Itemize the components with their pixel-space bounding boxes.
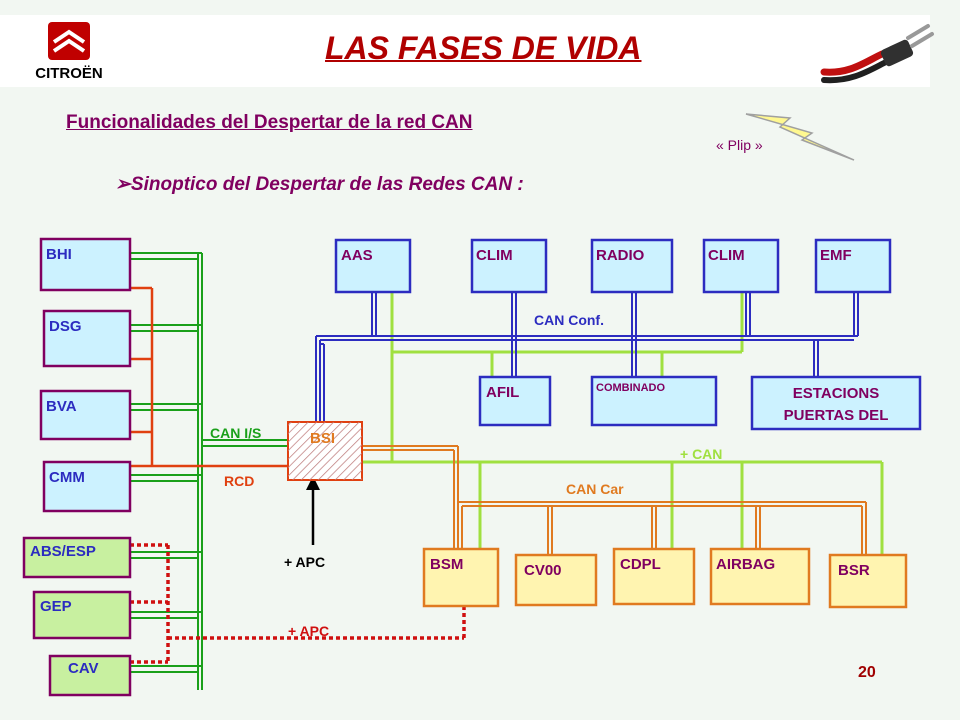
- module-dsg: DSG: [42, 309, 132, 368]
- module-bsm: BSM: [422, 547, 500, 608]
- module-combinado: COMBINADO: [590, 375, 718, 427]
- page-title: LAS FASES DE VIDA: [325, 30, 642, 66]
- section-heading-text: Sinoptico del Despertar de las Redes CAN…: [130, 174, 524, 195]
- module-bsi: BSI: [287, 421, 363, 481]
- citroen-logo: CITROËN: [14, 20, 124, 86]
- module-estacions-label-1: ESTACIONS: [793, 385, 879, 402]
- module-radio: RADIO: [590, 238, 674, 294]
- module-afil-label: AFIL: [486, 384, 519, 401]
- apc-arrow: [306, 476, 320, 545]
- section-subtitle: Funcionalidades del Despertar de la red …: [66, 112, 473, 133]
- plug-icon: [820, 14, 936, 88]
- module-cmm-label: CMM: [49, 469, 85, 486]
- rcd-label: RCD: [224, 473, 254, 489]
- module-bva-label: BVA: [46, 398, 77, 415]
- module-estacions-label-2: PUERTAS DEL: [784, 407, 889, 424]
- brand-name: CITROËN: [35, 65, 103, 82]
- module-estacions: ESTACIONS PUERTAS DEL: [750, 375, 922, 431]
- module-bsr: BSR: [828, 553, 908, 609]
- arrow-bullet-icon: ➢: [115, 174, 131, 195]
- module-bsr-label: BSR: [838, 562, 870, 579]
- module-clim-1: CLIM: [470, 238, 548, 294]
- page-number: 20: [858, 664, 876, 681]
- plip-label: « Plip »: [716, 137, 763, 153]
- module-cv00-label: CV00: [524, 562, 562, 579]
- module-cmm: CMM: [42, 460, 132, 513]
- module-bsi-label: BSI: [310, 430, 335, 447]
- module-bhi-label: BHI: [46, 246, 72, 263]
- module-emf-label: EMF: [820, 247, 852, 264]
- module-emf: EMF: [814, 238, 892, 294]
- header-bar: [0, 15, 930, 87]
- can-is-bus: [130, 252, 288, 690]
- module-airbag-label: AIRBAG: [716, 556, 775, 573]
- module-clim-2: CLIM: [702, 238, 780, 294]
- module-abs-esp-label: ABS/ESP: [30, 543, 96, 560]
- module-cdpl-label: CDPL: [620, 556, 661, 573]
- plus-can-line: [362, 292, 884, 555]
- module-cav-label: CAV: [68, 660, 99, 677]
- can-car-label: CAN Car: [566, 481, 624, 497]
- module-bva: BVA: [39, 389, 132, 441]
- module-gep: GEP: [32, 590, 132, 640]
- apc-line-label: + APC: [288, 623, 329, 639]
- module-combinado-label: COMBINADO: [596, 382, 665, 394]
- plus-can-label: + CAN: [680, 446, 722, 462]
- module-afil: AFIL: [478, 375, 552, 427]
- module-abs-esp: ABS/ESP: [22, 536, 132, 579]
- module-bsm-label: BSM: [430, 556, 463, 573]
- can-is-label: CAN I/S: [210, 425, 261, 441]
- can-conf-bus: [315, 292, 859, 440]
- module-aas: AAS: [334, 238, 412, 294]
- module-clim-2-label: CLIM: [708, 247, 745, 264]
- module-cv00: CV00: [514, 553, 598, 607]
- section-heading: ➢Sinoptico del Despertar de las Redes CA…: [115, 173, 524, 196]
- lightning-bolt-icon: [745, 113, 855, 161]
- module-cdpl: CDPL: [612, 547, 696, 606]
- apc-dotted-line: [130, 543, 466, 664]
- module-cav: CAV: [48, 654, 132, 697]
- module-radio-label: RADIO: [596, 247, 645, 264]
- module-aas-label: AAS: [341, 247, 373, 264]
- module-bhi: BHI: [39, 237, 132, 292]
- can-car-bus: [362, 445, 867, 555]
- module-clim-1-label: CLIM: [476, 247, 513, 264]
- module-dsg-label: DSG: [49, 318, 82, 335]
- module-airbag: AIRBAG: [709, 547, 811, 606]
- module-gep-label: GEP: [40, 598, 72, 615]
- rcd-line: [130, 286, 288, 468]
- can-conf-label: CAN Conf.: [534, 312, 604, 328]
- apc-arrow-label: + APC: [284, 554, 325, 570]
